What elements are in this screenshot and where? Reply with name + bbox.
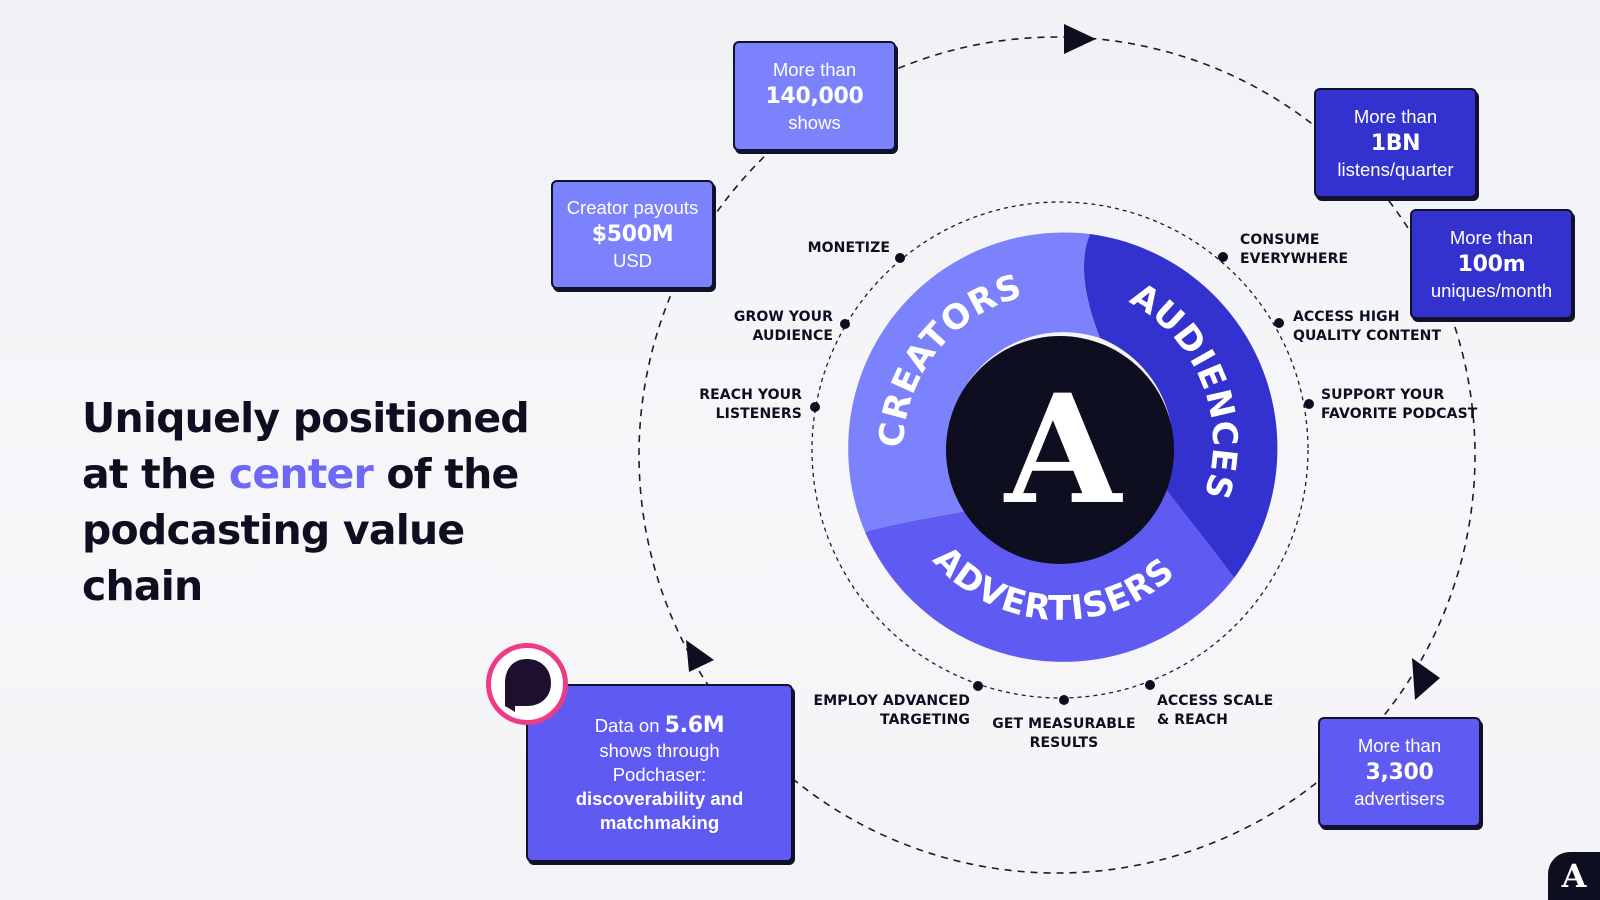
stat-uniques-post: uniques/month [1430, 279, 1553, 301]
stat-box-payouts: Creator payouts $500M USD [551, 180, 714, 289]
stat-podchaser-line1: Data on 5.6M [595, 712, 725, 739]
dot-consume-everywhere [1218, 252, 1228, 262]
podchaser-icon [505, 659, 551, 712]
center-logo: A [1003, 362, 1124, 538]
stat-payouts-value: $500M [591, 222, 674, 247]
outer-cycle-ring [638, 36, 1476, 874]
label-monetize: MONETIZE [807, 240, 890, 256]
segment-wheel: A [848, 232, 1278, 662]
dot-reach-listeners [810, 402, 820, 412]
cycle-arrow-right [1412, 658, 1440, 700]
dot-access-content [1274, 318, 1284, 328]
stat-payouts-pre: Creator payouts [566, 197, 699, 218]
cycle-arrow-top [1064, 24, 1096, 54]
headline-accent-word: center [228, 450, 374, 498]
stat-box-listens: More than 1BN listens/quarter [1314, 88, 1477, 198]
stat-listens-value: 1BN [1370, 130, 1421, 156]
stat-listens-post: listens/quarter [1337, 158, 1454, 180]
stat-podchaser-pre: Data on [594, 714, 665, 736]
headline-text-end: of the podcasting value chain [82, 450, 519, 610]
inner-benefit-ring [811, 201, 1309, 699]
segment-audiences [1083, 234, 1278, 578]
dot-grow-audience [840, 319, 850, 329]
cycle-arrow-left [686, 640, 714, 672]
headline-text-start: Uniquely positioned at the [82, 394, 530, 498]
segment-creators [848, 232, 1100, 533]
dot-support-podcast [1304, 399, 1314, 409]
stat-box-advertisers: More than 3,300 advertisers [1318, 717, 1481, 827]
stat-podchaser-value: 5.6M [664, 712, 725, 738]
stat-box-podchaser: Data on 5.6M shows through Podchaser: di… [526, 684, 793, 862]
center-circle [946, 336, 1174, 564]
dot-scale-reach [1145, 680, 1155, 690]
stat-shows-pre: More than [772, 58, 857, 80]
stat-advertisers-pre: More than [1357, 734, 1442, 756]
stat-podchaser-mid: shows through Podchaser: [599, 739, 720, 785]
stat-payouts-post: USD [612, 250, 653, 271]
segment-advertisers [865, 488, 1234, 662]
stat-podchaser-bold: discoverability and matchmaking [575, 787, 744, 833]
stat-shows-post: shows [788, 111, 841, 133]
corner-logo-letter: A [1561, 857, 1587, 895]
dot-employ-targeting [973, 681, 983, 691]
stat-listens-pre: More than [1353, 105, 1438, 127]
stat-uniques-value: 100m [1457, 251, 1526, 277]
corner-logo: A [1548, 852, 1600, 900]
podchaser-logo [486, 643, 568, 725]
stat-uniques-pre: More than [1449, 226, 1534, 248]
headline: Uniquely positioned at the center of the… [82, 390, 552, 614]
stat-shows-value: 140,000 [765, 83, 864, 109]
stat-box-shows: More than 140,000 shows [733, 41, 896, 151]
label-scale-reach: ACCESS SCALE& REACH [1157, 693, 1274, 728]
dot-measurable-results [1059, 695, 1069, 705]
stat-box-uniques: More than 100m uniques/month [1410, 209, 1573, 319]
dot-monetize [895, 253, 905, 263]
stat-advertisers-value: 3,300 [1365, 759, 1434, 785]
stat-advertisers-post: advertisers [1354, 787, 1445, 809]
